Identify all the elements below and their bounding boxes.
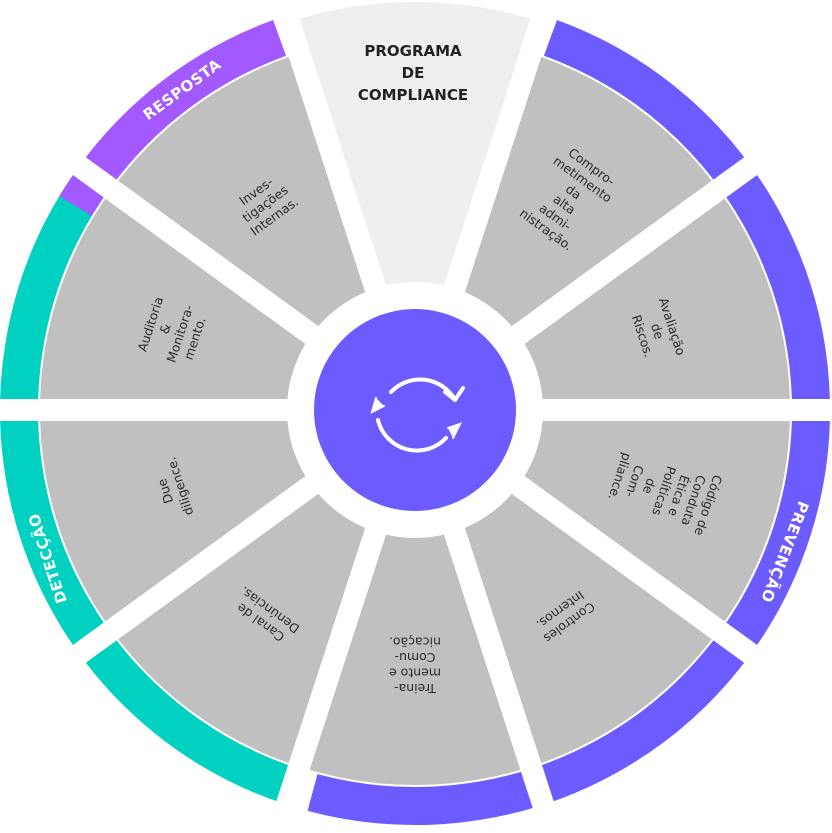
segment-label-line: de bbox=[640, 476, 659, 496]
title-line: COMPLIANCE bbox=[358, 86, 468, 104]
title-segment bbox=[288, 1, 542, 410]
ring-arc-prevencao bbox=[307, 20, 830, 825]
segment-label-line: da bbox=[563, 181, 584, 202]
segment-label-line: & bbox=[156, 322, 173, 336]
segment-treinamento bbox=[299, 410, 531, 785]
title-line: DE bbox=[402, 64, 425, 82]
segment-label-line: Comu- bbox=[395, 650, 436, 665]
segment-label-line: nicação. bbox=[389, 634, 441, 649]
segment-label-line: mento e bbox=[389, 665, 441, 680]
refresh-cycle-icon bbox=[370, 377, 465, 453]
title-line: PROGRAMA bbox=[364, 42, 462, 60]
program-title: PROGRAMA DE COMPLIANCE bbox=[358, 42, 468, 104]
segment-label-line: Treina- bbox=[394, 681, 437, 696]
center-hub bbox=[314, 309, 516, 511]
ring-arc-deteccao bbox=[0, 177, 293, 803]
segment-label-line: de bbox=[648, 321, 667, 341]
